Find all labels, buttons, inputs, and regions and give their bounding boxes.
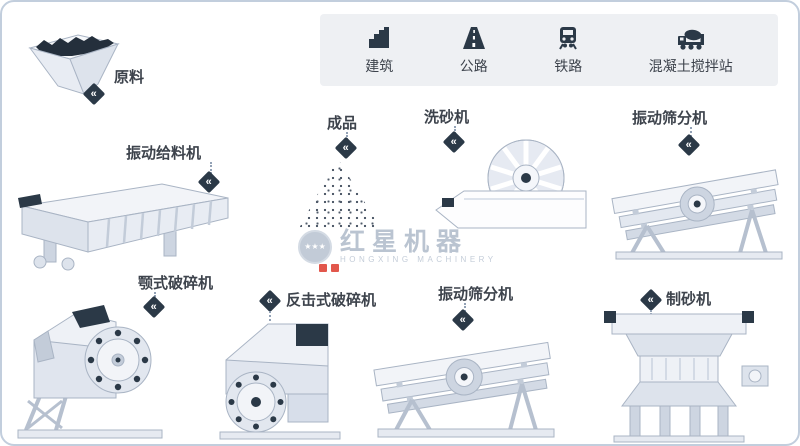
raw-material-hopper-illustration — [28, 34, 120, 95]
legend-label: 铁路 — [554, 57, 583, 74]
brand-watermark: 红星机器 HONGXING MACHINERY — [298, 229, 497, 264]
flow-marker-icon — [334, 136, 358, 160]
dotted-connector — [210, 162, 212, 174]
brand-subtitle: HONGXING MACHINERY — [340, 255, 497, 265]
vibrating-screen-bottom-illustration — [373, 341, 555, 438]
dotted-connector — [454, 126, 456, 134]
legend-label: 建筑 — [365, 57, 394, 74]
legend-item-building: 建筑 — [365, 25, 393, 76]
impact-crusher-illustration — [219, 323, 341, 440]
highway-icon — [462, 26, 485, 49]
railway-icon — [559, 26, 578, 50]
sand-pile-illustration — [297, 158, 383, 232]
brand-name: 红星机器 — [340, 228, 469, 256]
node-label-vibrating-screen-bottom: 振动筛分机 — [438, 286, 514, 303]
dotted-connector — [464, 303, 466, 312]
dotted-connector — [269, 311, 271, 321]
node-label-impact-crusher: 反击式破碎机 — [286, 292, 377, 309]
flow-marker-icon — [677, 133, 701, 157]
flow-marker-icon — [258, 289, 282, 313]
legend-label: 混凝土搅拌站 — [648, 57, 733, 74]
dotted-connector — [346, 132, 348, 140]
sand-maker-illustration — [604, 311, 769, 443]
legend-label: 公路 — [459, 57, 488, 74]
red-seal-marks — [319, 264, 339, 272]
node-label-vibrating-feeder: 振动给料机 — [126, 145, 202, 162]
legend-item-highway: 公路 — [460, 25, 488, 76]
node-label-sand-washer: 洗砂机 — [424, 109, 470, 126]
node-label-sand-maker: 制砂机 — [666, 291, 712, 308]
stars-badge-icon — [298, 229, 332, 264]
brand-text-block: 红星机器 HONGXING MACHINERY — [340, 228, 497, 265]
legend-item-concrete-plant: 混凝土搅拌站 — [649, 25, 733, 76]
legend-item-railway: 铁路 — [554, 25, 582, 76]
sand-washer-illustration — [435, 139, 587, 229]
red-seal — [331, 264, 339, 272]
dotted-connector — [690, 127, 692, 137]
vibrating-screen-top-illustration — [611, 169, 783, 260]
application-legend: 建筑 公路 铁路 — [320, 14, 778, 86]
red-seal — [319, 264, 327, 272]
node-label-jaw-crusher: 颚式破碎机 — [138, 275, 214, 292]
node-label-finished-product: 成品 — [327, 115, 358, 132]
vibrating-feeder-illustration — [18, 183, 229, 271]
mixer-truck-icon — [677, 29, 704, 50]
node-label-raw-material: 原料 — [114, 69, 145, 86]
building-icon — [369, 26, 390, 48]
jaw-crusher-illustration — [17, 305, 163, 439]
node-label-vibrating-screen-top: 振动筛分机 — [632, 110, 708, 127]
